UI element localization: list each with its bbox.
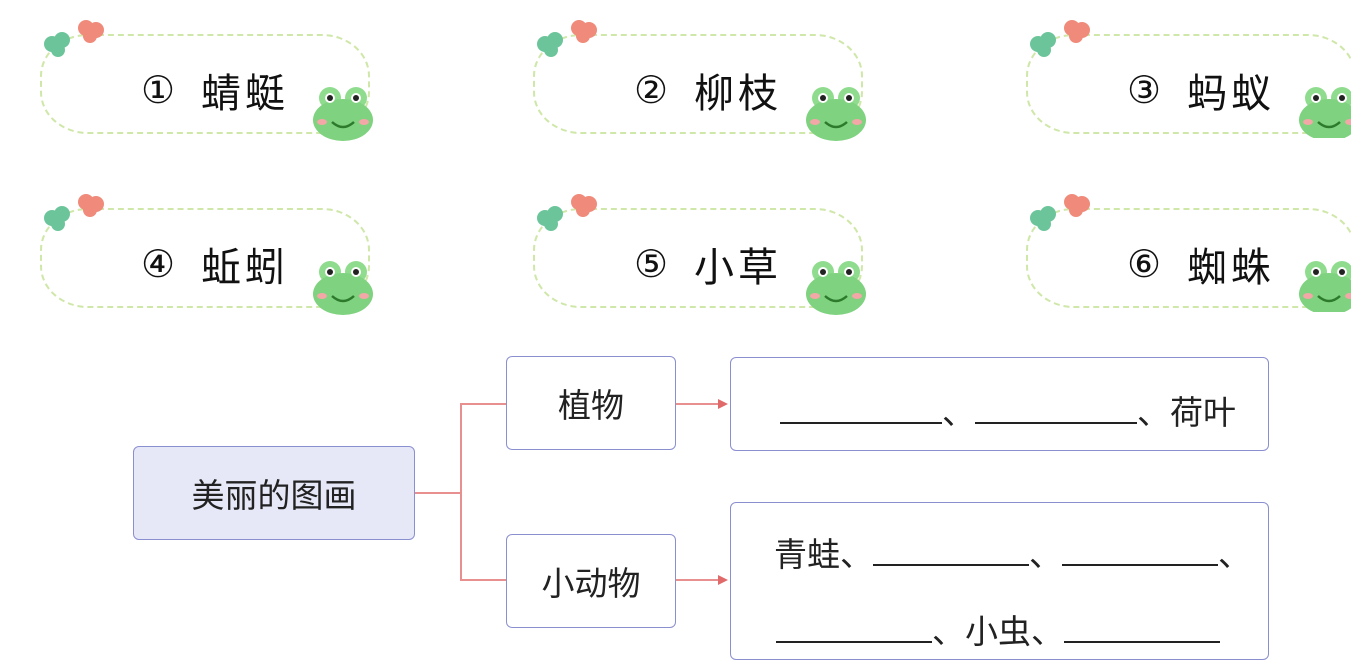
card-word: 蚯蚓 (201, 235, 289, 293)
card-number: ⑥ (1127, 242, 1165, 286)
animals-label: 小动物 (542, 557, 641, 605)
flower-icon (40, 18, 110, 58)
word-card-1: ① 蜻蜓 (40, 18, 375, 138)
card-word: 蜻蜓 (201, 61, 289, 119)
animals-answer-row-1: 青蛙、 、 、 (774, 528, 1251, 576)
card-text: ② 柳枝 (593, 60, 823, 120)
card-word: 小草 (694, 235, 782, 293)
word-card-2: ② 柳枝 (533, 18, 868, 138)
plants-label: 植物 (558, 379, 624, 427)
blank-plant-1[interactable] (780, 392, 942, 424)
card-number: ② (634, 68, 672, 112)
animals-head: 青蛙、 (774, 535, 873, 574)
card-number: ③ (1127, 68, 1165, 112)
flower-icon (40, 192, 110, 232)
card-number: ⑤ (634, 242, 672, 286)
branch-plants: 植物 (506, 356, 676, 450)
sep-animal-1: 、 (1029, 535, 1062, 574)
branch-animals: 小动物 (506, 534, 676, 628)
animals-answer-row-2: 、小虫、 (776, 605, 1220, 653)
plants-answer-row: 、 、荷叶 (780, 386, 1236, 434)
blank-animal-1[interactable] (873, 534, 1029, 566)
arrow-head-animals (718, 575, 728, 585)
flower-icon (1026, 18, 1096, 58)
mindmap-root: 美丽的图画 (133, 446, 415, 540)
card-text: ④ 蚯蚓 (100, 234, 330, 294)
card-word: 蚂蚁 (1187, 61, 1275, 119)
connector-vertical (460, 403, 462, 580)
word-card-6: ⑥ 蜘蛛 (1026, 192, 1351, 312)
animals-middle: 、小虫、 (932, 612, 1064, 651)
root-label: 美丽的图画 (192, 469, 357, 517)
card-text: ① 蜻蜓 (100, 60, 330, 120)
word-card-5: ⑤ 小草 (533, 192, 868, 312)
sep-plant: 、 (942, 393, 975, 432)
arrow-line-plants (676, 403, 720, 405)
card-word: 蜘蛛 (1187, 235, 1275, 293)
card-text: ⑥ 蜘蛛 (1086, 234, 1316, 294)
blank-animal-3[interactable] (776, 611, 932, 643)
blank-animal-4[interactable] (1064, 611, 1220, 643)
card-number: ① (141, 68, 179, 112)
blank-plant-2[interactable] (975, 392, 1137, 424)
flower-icon (533, 18, 603, 58)
plants-tail: 、荷叶 (1137, 393, 1236, 432)
arrow-line-animals (676, 579, 720, 581)
flower-icon (1026, 192, 1096, 232)
sep-animal-2: 、 (1218, 535, 1251, 574)
word-card-4: ④ 蚯蚓 (40, 192, 375, 312)
connector-to-animals (460, 579, 506, 581)
connector-to-plants (460, 403, 506, 405)
card-text: ⑤ 小草 (593, 234, 823, 294)
connector-root (415, 492, 461, 494)
arrow-head-plants (718, 399, 728, 409)
card-word: 柳枝 (694, 61, 782, 119)
card-number: ④ (141, 242, 179, 286)
flower-icon (533, 192, 603, 232)
blank-animal-2[interactable] (1062, 534, 1218, 566)
word-card-3: ③ 蚂蚁 (1026, 18, 1351, 138)
card-text: ③ 蚂蚁 (1086, 60, 1316, 120)
